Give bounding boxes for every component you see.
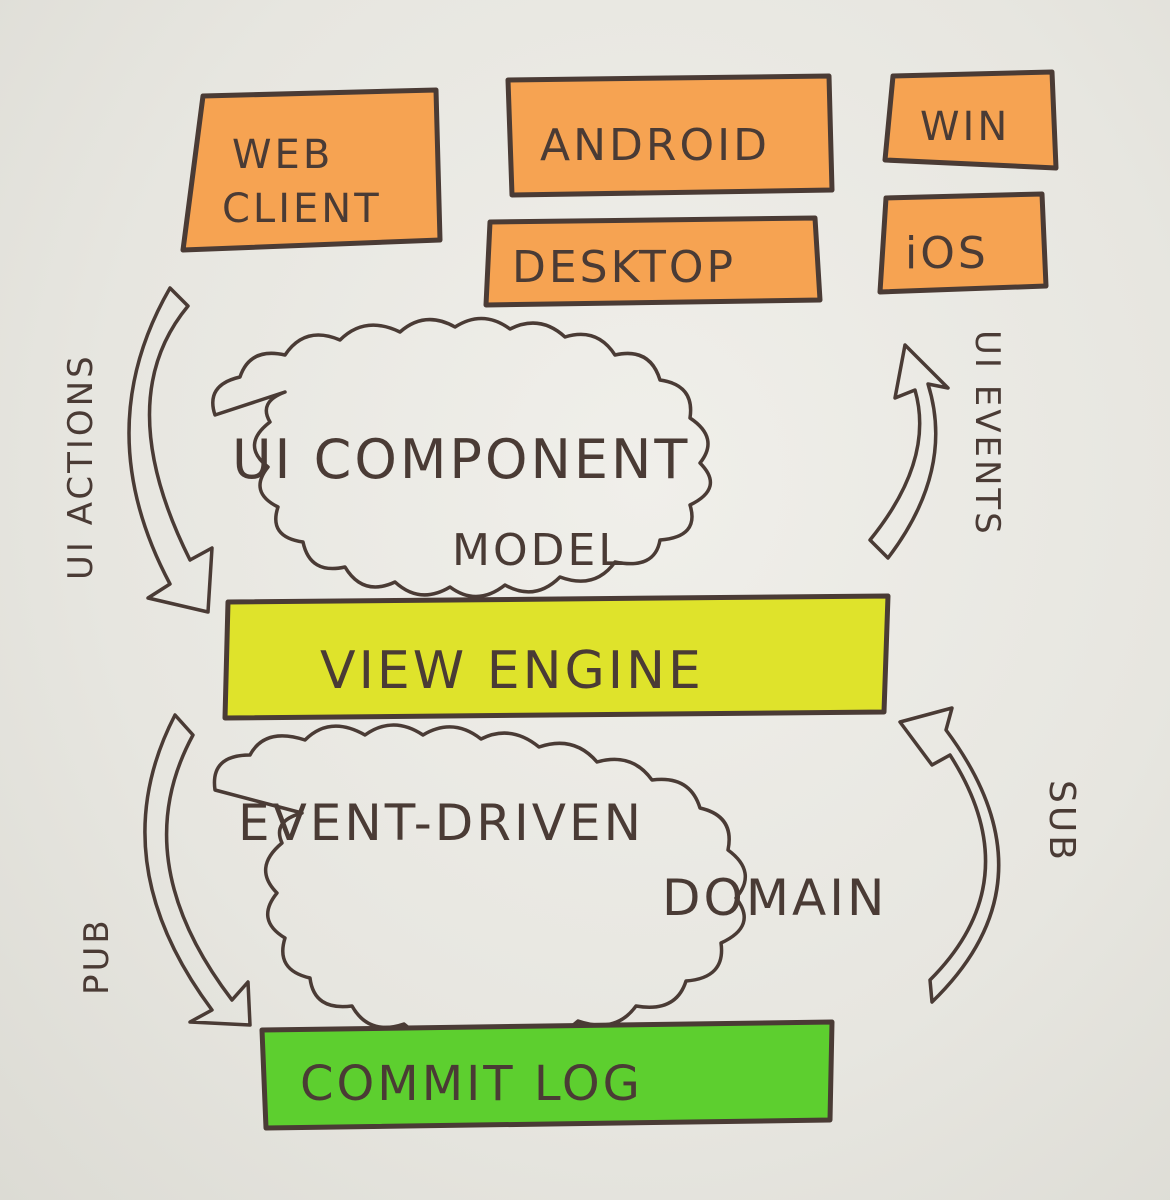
- ui-events-label: UI EVENTS: [967, 330, 1007, 537]
- win-box: WIN: [882, 69, 1059, 171]
- web-client-box: WEB CLIENT: [180, 87, 443, 253]
- sub-arrow: SUB: [898, 706, 1082, 1004]
- ui-component-model-line2: MODEL: [452, 525, 626, 576]
- ui-component-model-cloud: UI COMPONENT MODEL: [211, 316, 713, 599]
- android-label: ANDROID: [540, 120, 770, 171]
- desktop-label: DESKTOP: [512, 242, 736, 293]
- desktop-box: DESKTOP: [483, 215, 823, 308]
- sub-label: SUB: [1041, 780, 1082, 863]
- view-engine-label: VIEW ENGINE: [320, 641, 704, 701]
- view-engine-box: VIEW ENGINE: [222, 593, 891, 721]
- pub-label: PUB: [77, 917, 117, 995]
- event-driven-domain-line1: EVENT-DRIVEN: [238, 794, 644, 852]
- ui-actions-label: UI ACTIONS: [61, 353, 101, 580]
- pub-arrow: PUB: [77, 713, 252, 1027]
- event-driven-domain-cloud: EVENT-DRIVEN DOMAIN: [212, 723, 887, 1041]
- ui-actions-arrow: UI ACTIONS: [61, 286, 214, 614]
- win-label: WIN: [920, 104, 1010, 150]
- web-client-label-line2: CLIENT: [222, 186, 382, 232]
- ui-events-arrow: UI EVENTS: [868, 330, 1007, 560]
- commit-log-box: COMMIT LOG: [259, 1019, 835, 1131]
- commit-log-label: COMMIT LOG: [300, 1056, 643, 1112]
- android-box: ANDROID: [505, 73, 835, 198]
- web-client-label-line1: WEB: [232, 132, 333, 178]
- event-driven-domain-line2: DOMAIN: [662, 869, 887, 927]
- ios-box: iOS: [877, 191, 1049, 295]
- ios-label: iOS: [905, 228, 989, 279]
- ui-component-model-line1: UI COMPONENT: [232, 428, 690, 491]
